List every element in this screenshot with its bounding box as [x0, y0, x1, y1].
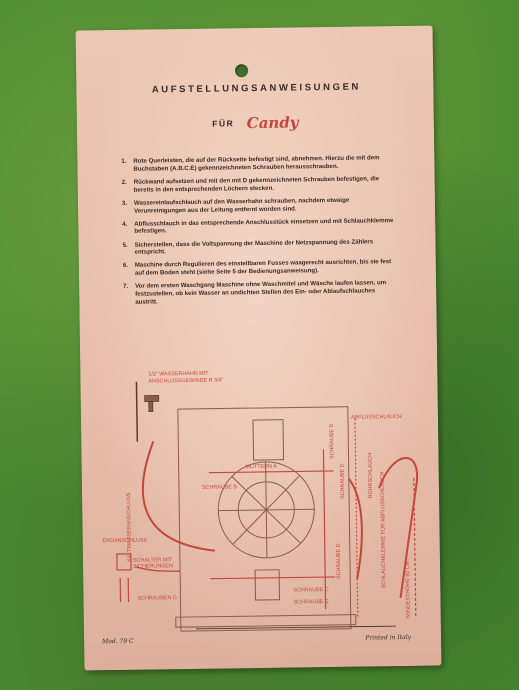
- label-hose-right: ROHRSCHLAUCH: [367, 453, 374, 499]
- model-number: Mod. 79 C: [102, 637, 134, 646]
- switch-box: [116, 553, 132, 571]
- transport-bar-top: [208, 470, 334, 474]
- instruction-item: 6.Maschine durch Regulieren des einstell…: [122, 258, 392, 277]
- label-screw-c: SCHRAUBE C: [293, 587, 329, 593]
- printed-in: Printed in Italy: [365, 633, 412, 642]
- label-screw-e: SCHRAUBE E: [294, 599, 330, 605]
- label-drain-hose: ABFLUSSCHLAUCH: [351, 414, 402, 421]
- machine-outline: [177, 406, 352, 632]
- label-fuses: SICHERUNGEN: [133, 563, 173, 570]
- label-screws-d: SCHRAUBEN D: [137, 595, 176, 602]
- label-mains: ERDANSCHLUSS: [103, 538, 148, 545]
- label-screw-d-low: SCHRAUBE D: [336, 543, 342, 579]
- label-screw-d-top: SCHRAUBE D: [329, 423, 335, 459]
- brand-row: FÜR Candy: [77, 112, 434, 135]
- transport-bar-bottom: [210, 576, 336, 580]
- fuer-label: FÜR: [212, 118, 235, 129]
- detergent-drawer: [252, 419, 285, 461]
- candy-logo: Candy: [246, 113, 299, 133]
- hang-hole: [235, 64, 249, 78]
- instruction-item: 4.Abflusschlauch in das entsprechende An…: [122, 216, 394, 236]
- inlet-hose: [141, 441, 215, 552]
- instruction-card: AUFSTELLUNGSANWEISUNGEN FÜR Candy 1.Rote…: [75, 25, 442, 671]
- tap-icon: [144, 394, 160, 402]
- installation-diagram: 1/2" WASSERHAHN MIT ANSCHLUSSGEWINDE R 3…: [103, 371, 419, 632]
- card-title: AUFSTELLUNGSANWEISUNGEN: [151, 81, 362, 96]
- label-tap-1: 1/2" WASSERHAHN MIT: [148, 371, 209, 378]
- instruction-item: 3.Wassereinlaufschlauch auf den Wasserha…: [121, 196, 350, 215]
- label-inlet-hose: KALTWASSERANSCHLUSS: [126, 492, 133, 562]
- instruction-item: 2.Rückwand aufsetzen und mit den mit D g…: [121, 175, 380, 194]
- label-min-height: MINDESTHÖHE 80 CM.: [404, 559, 412, 618]
- label-tap-2: ANSCHLUSSGEWINDE R 3/4": [148, 377, 223, 384]
- label-nuts-a: MUTTERN A: [246, 464, 278, 470]
- label-clamp: SCHLAUCHKLEMME FÜR ABFLUSSCHLAUCH: [379, 471, 388, 588]
- instruction-list: 1.Rote Querleisten, die auf der Rückseit…: [121, 154, 398, 312]
- instruction-item: 5.Sicherstellen, dass die Voltspannung d…: [122, 237, 374, 257]
- drain-hose: [348, 457, 419, 599]
- instruction-item: 7.Vor dem ersten Waschgang Maschine ohne…: [123, 279, 387, 306]
- label-screw-d-side: SCHRAUBE D: [340, 463, 346, 499]
- power-cord: [134, 566, 181, 572]
- label-screw-b: SCHRAUBE B: [202, 484, 238, 490]
- label-switch: SCHALTER MIT: [133, 557, 173, 564]
- instruction-item: 1.Rote Querleisten, die auf der Rückseit…: [121, 154, 380, 173]
